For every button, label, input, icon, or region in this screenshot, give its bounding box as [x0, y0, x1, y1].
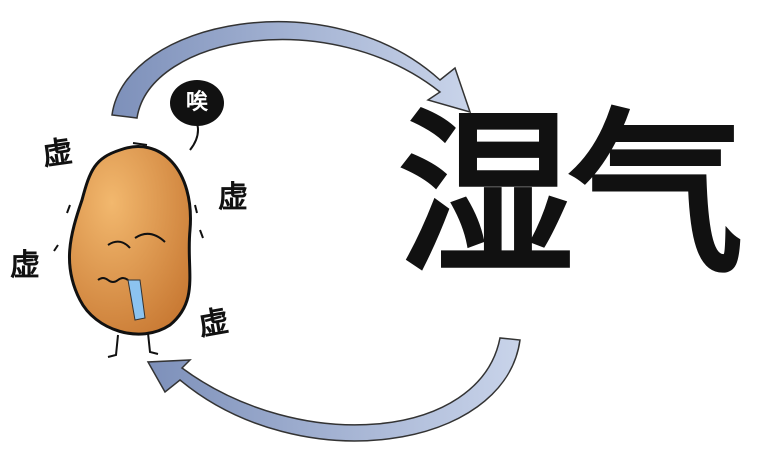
sad-eyes — [107, 232, 166, 249]
bottom-cycle-arrow — [146, 337, 521, 442]
wavy-mouth — [97, 277, 129, 283]
label-xu: 虚 — [218, 180, 248, 215]
title-dampness: 湿气 — [398, 93, 744, 298]
top-cycle-arrow — [111, 20, 472, 119]
shake-marks — [53, 142, 204, 252]
bean-legs — [107, 332, 159, 358]
bean-character — [68, 145, 192, 336]
label-xu: 虚 — [40, 134, 75, 173]
speech-bubble: 唉 — [170, 80, 224, 126]
label-xu: 虚 — [10, 248, 40, 283]
drool — [127, 279, 146, 321]
